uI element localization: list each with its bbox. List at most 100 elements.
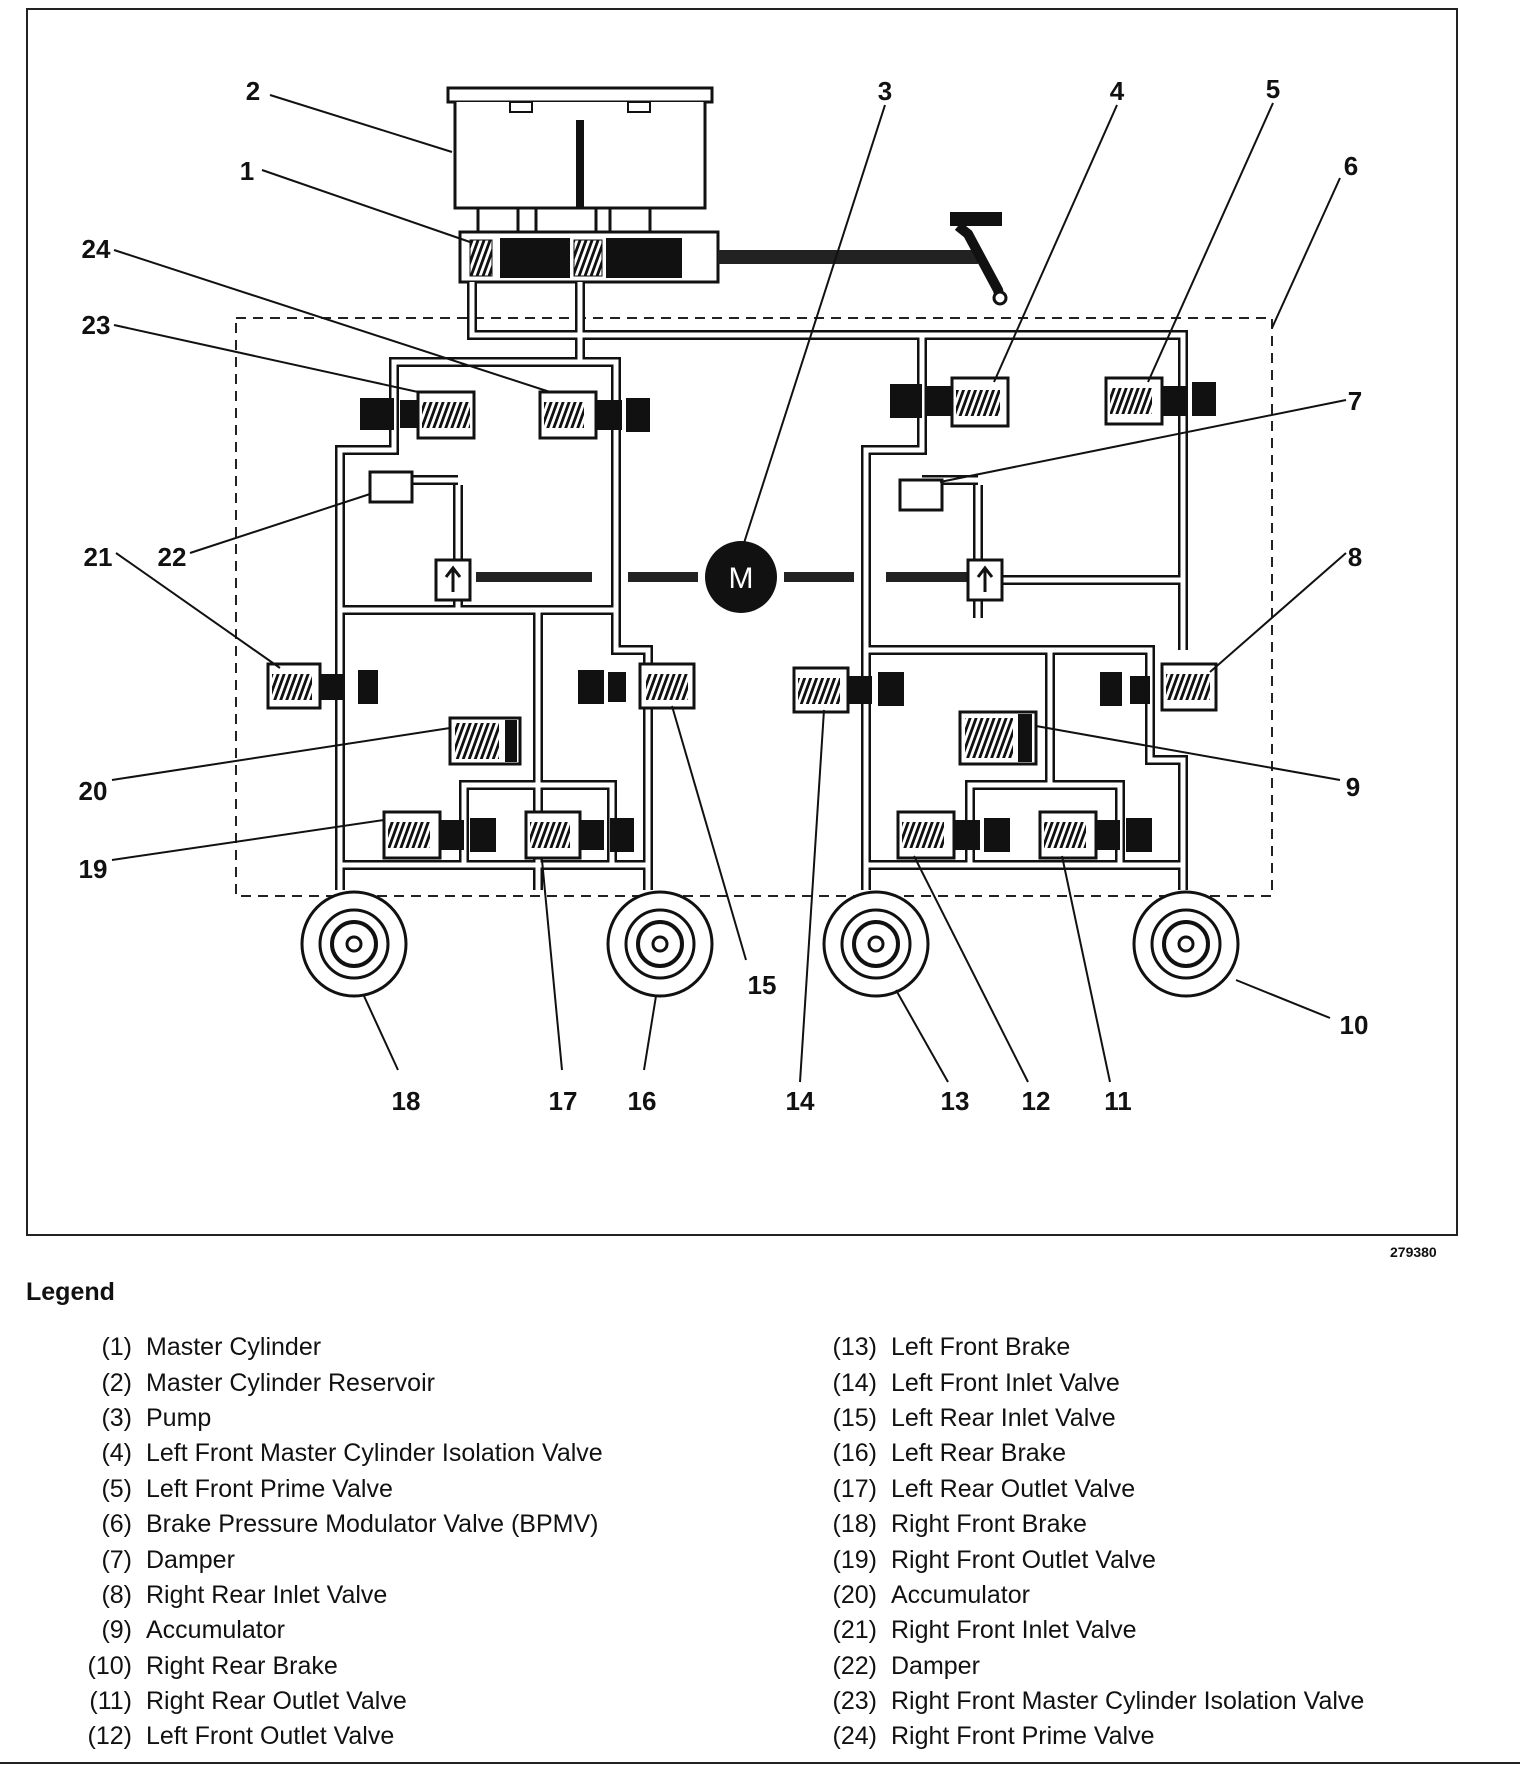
valve-17 (524, 810, 634, 860)
callout-9: 9 (1346, 772, 1360, 802)
master-cylinder-reservoir (446, 86, 714, 234)
legend-item-number: (5) (101, 1474, 132, 1503)
legend-item-text: Master Cylinder Reservoir (146, 1368, 435, 1397)
callouts: 1 2 3 4 5 6 7 8 9 10 11 12 13 14 15 16 1… (79, 74, 1369, 1116)
legend-item-text: Accumulator (146, 1616, 285, 1645)
legend-item: (15) Left Rear Inlet Valve (815, 1401, 1364, 1436)
legend-item: (18)Right Front Brake (815, 1507, 1364, 1542)
legend-item-number: (9) (101, 1616, 132, 1645)
legend-item-text: Left Front Outlet Valve (146, 1722, 395, 1751)
legend-title: Legend (26, 1278, 115, 1306)
pump-motor: M (476, 541, 976, 613)
valve-24 (538, 390, 650, 440)
legend-column-right: (13)Left Front Brake (14)Left Front Inle… (815, 1330, 1365, 1755)
legend-item-number: (22) (832, 1651, 877, 1680)
callout-7: 7 (1348, 386, 1362, 416)
legend-item: (5)Left Front Prime Valve (70, 1472, 603, 1507)
valve-5 (1104, 376, 1216, 426)
valve-23 (360, 390, 476, 440)
legend-item-number: (23) (832, 1687, 877, 1716)
legend-item-text: Left Rear Brake (891, 1439, 1067, 1468)
legend-item: (20) Accumulator (815, 1578, 1364, 1613)
legend-item: (8)Right Rear Inlet Valve (70, 1578, 603, 1613)
bpmv-boundary (235, 317, 1273, 897)
legend-item-number: (2) (101, 1368, 132, 1397)
legend-item: (23) Right Front Master Cylinder Isolatio… (815, 1684, 1365, 1719)
callout-13: 13 (941, 1086, 970, 1116)
callout-8: 8 (1348, 542, 1362, 572)
legend-item-text: Damper (146, 1545, 235, 1574)
legend-item: (19)Right Front Outlet Valve (815, 1542, 1364, 1577)
legend-item-number: (21) (832, 1616, 877, 1645)
legend-item-number: (24) (832, 1722, 877, 1751)
legend-item: (10) Right Rear Brake (70, 1649, 603, 1684)
callout-18: 18 (392, 1086, 421, 1116)
legend-item: (24)Right Front Prime Valve (815, 1719, 1364, 1754)
legend-item-number: (3) (101, 1403, 132, 1432)
legend-item: (6)Brake Pressure Modulator Valve (BPMV) (70, 1507, 603, 1542)
legend-item-number: (12) (87, 1722, 132, 1751)
bottom-rule (0, 1762, 1520, 1764)
legend-item-number: (6) (101, 1510, 132, 1539)
legend-item-number: (10) (87, 1651, 132, 1680)
wheel-16 (606, 890, 714, 998)
legend-item: (21)Right Front Inlet Valve (815, 1613, 1364, 1648)
legend-item: (14)Left Front Inlet Valve (815, 1365, 1364, 1400)
callout-2: 2 (246, 76, 260, 106)
pump-pistons (434, 558, 1004, 602)
wheel-10 (1132, 890, 1240, 998)
callout-19: 19 (79, 854, 108, 884)
legend-item-text: Accumulator (891, 1580, 1030, 1609)
legend-item-number: (18) (832, 1510, 877, 1539)
legend-item-number: (17) (832, 1474, 877, 1503)
legend-item-text: Right Rear Outlet Valve (146, 1687, 407, 1716)
valve-19 (382, 810, 496, 860)
brake-pedal (950, 212, 1008, 306)
legend-item: (2) Master Cylinder Reservoir (70, 1365, 603, 1400)
legend-item-number: (7) (101, 1545, 132, 1574)
legend-item: (12) Left Front Outlet Valve (70, 1719, 603, 1754)
valve-15 (578, 662, 696, 710)
motor-label: M (729, 562, 754, 595)
legend-item-number: (20) (832, 1580, 877, 1609)
legend-item-text: Right Rear Brake (146, 1651, 338, 1680)
valve-12 (896, 810, 1010, 860)
legend-item-text: Right Front Master Cylinder Isolation Va… (891, 1687, 1365, 1716)
legend-item-number: (11) (89, 1687, 132, 1716)
legend-item-text: Right Rear Inlet Valve (146, 1580, 388, 1609)
solenoid-valves (266, 376, 1218, 860)
legend-item-number: (13) (832, 1333, 877, 1362)
accumulator-20 (448, 716, 522, 766)
master-cylinder (458, 230, 978, 284)
legend-item-text: Left Rear Outlet Valve (891, 1474, 1136, 1503)
callout-17: 17 (549, 1086, 578, 1116)
callout-20: 20 (79, 776, 108, 806)
callout-14: 14 (786, 1086, 815, 1116)
legend-item-text: Left Rear Inlet Valve (891, 1403, 1116, 1432)
accumulator-9 (958, 710, 1038, 766)
legend-item: (7) Damper (70, 1542, 603, 1577)
abs-hydraulic-diagram: M (79, 74, 1369, 1116)
callout-11: 11 (1104, 1086, 1132, 1116)
callout-22: 22 (158, 542, 187, 572)
legend-item: (9) Accumulator (70, 1613, 603, 1648)
valve-8 (1100, 662, 1218, 712)
legend-item: (1) Master Cylinder (70, 1330, 603, 1365)
callout-15: 15 (748, 970, 777, 1000)
wheel-13 (822, 890, 930, 998)
callout-5: 5 (1266, 74, 1280, 104)
legend-item: (11) Right Rear Outlet Valve (70, 1684, 603, 1719)
valve-4 (890, 376, 1010, 428)
callout-1: 1 (240, 156, 254, 186)
damper-22 (368, 470, 414, 504)
legend-item-text: Pump (146, 1403, 212, 1432)
legend-item-text: Right Front Outlet Valve (891, 1545, 1156, 1574)
legend-column-left: (1) Master Cylinder (2) Master Cylinder Re… (70, 1330, 603, 1755)
diagram-frame (26, 8, 1458, 1236)
damper-7 (898, 478, 944, 512)
legend-item: (13)Left Front Brake (815, 1330, 1364, 1365)
legend-item-text: Master Cylinder (146, 1333, 322, 1362)
legend-item-number: (15) (832, 1403, 877, 1432)
legend-item-number: (1) (101, 1333, 132, 1362)
valve-11 (1038, 810, 1152, 860)
